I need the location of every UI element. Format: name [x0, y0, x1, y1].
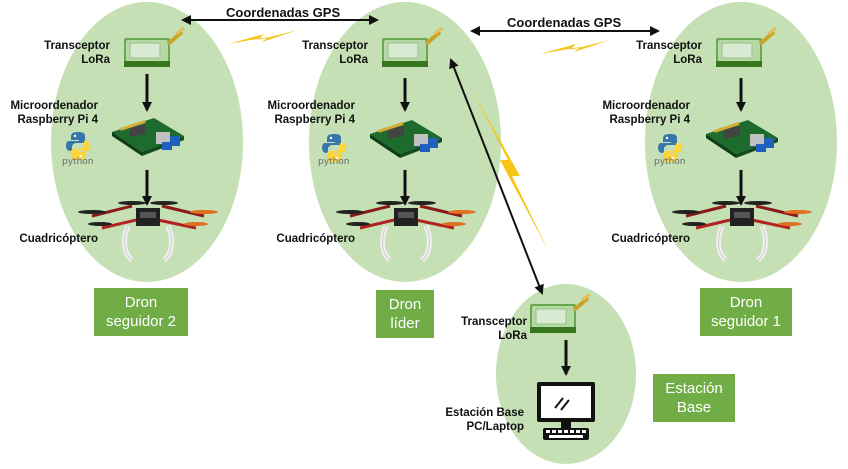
lightning-icon [540, 40, 610, 54]
python-label: python [62, 157, 94, 167]
gps-link-label-right: Coordenadas GPS [507, 15, 622, 30]
desktop-computer-icon [536, 381, 596, 441]
drone-label: Cuadricóptero [276, 233, 355, 245]
drone-label: Cuadricóptero [19, 233, 98, 245]
leader-base-arrow [449, 58, 544, 295]
lightning-icon [228, 30, 298, 44]
python-label: python [318, 157, 350, 167]
drone-label: Cuadricóptero [611, 233, 690, 245]
python-label: python [654, 157, 686, 167]
gps-link-label-left: Coordenadas GPS [226, 5, 341, 20]
